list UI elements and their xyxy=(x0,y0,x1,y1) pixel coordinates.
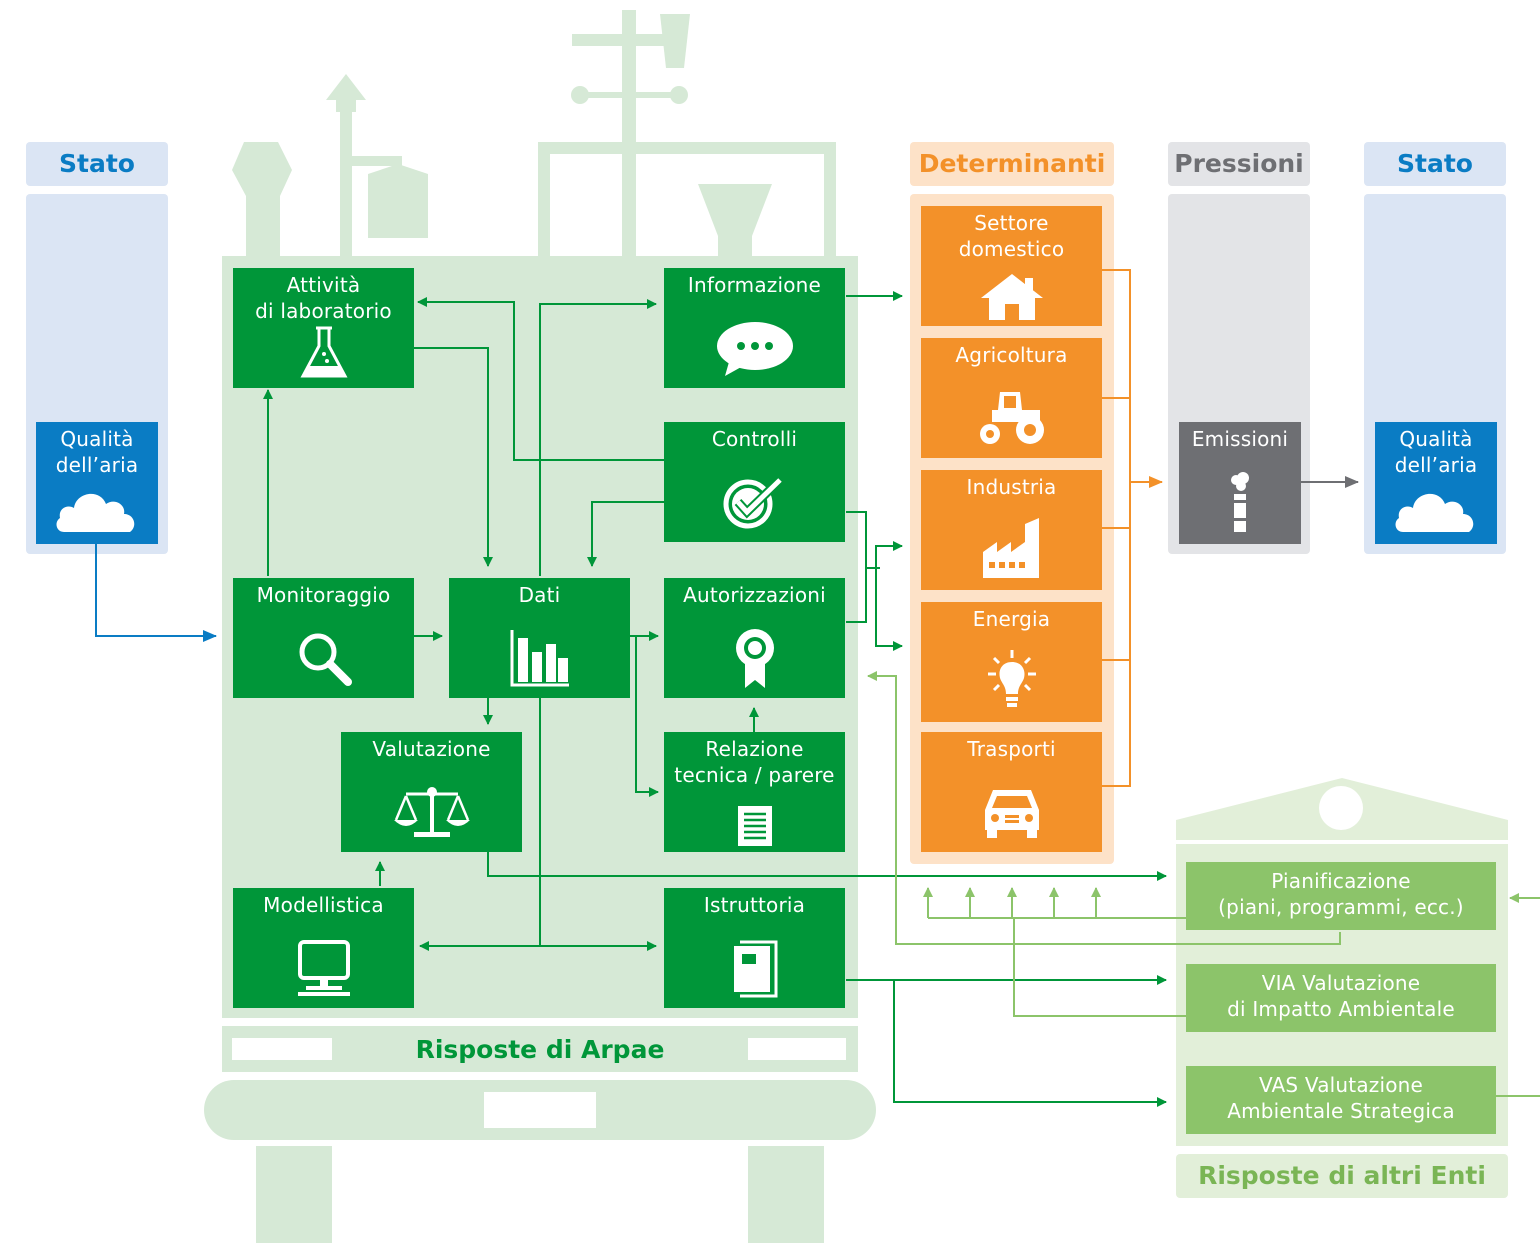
via-box[interactable]: VIA Valutazione di Impatto Ambientale xyxy=(1186,964,1496,1032)
pressioni-header: Pressioni xyxy=(1168,142,1310,186)
right-stato-header: Stato xyxy=(1364,142,1506,186)
agricoltura-box[interactable]: Agricoltura xyxy=(921,338,1102,458)
valutazione-box[interactable]: Valutazione xyxy=(341,732,522,852)
controlli-label: Controlli xyxy=(711,427,798,451)
valutazione-label: Valutazione xyxy=(372,737,491,761)
emissioni-label: Emissioni xyxy=(1191,427,1289,451)
pianificazione-box[interactable]: Pianificazione (piani, programmi, ecc.) xyxy=(1186,862,1496,930)
qualita-aria-box-left[interactable]: Qualità dell’aria xyxy=(36,422,158,544)
informazione-box[interactable]: Informazione xyxy=(664,268,845,388)
computer-icon xyxy=(233,940,414,998)
attivita-laboratorio-box[interactable]: Attività di laboratorio xyxy=(233,268,414,388)
cloud-icon xyxy=(1375,484,1497,536)
via-label: VIA Valutazione di Impatto Ambientale xyxy=(1227,971,1455,1021)
qualita-aria-box-right[interactable]: Qualità dell’aria xyxy=(1375,422,1497,544)
car-icon xyxy=(921,784,1102,840)
industria-box[interactable]: Industria xyxy=(921,470,1102,590)
chimney-icon xyxy=(1179,472,1301,534)
speech-bubble-icon xyxy=(664,318,845,378)
energia-box[interactable]: Energia xyxy=(921,602,1102,722)
modellistica-box[interactable]: Modellistica xyxy=(233,888,414,1008)
scale-icon xyxy=(341,784,522,840)
controlli-box[interactable]: Controlli xyxy=(664,422,845,542)
qualita-aria-label: Qualità dell’aria xyxy=(55,427,139,477)
factory-icon xyxy=(921,518,1102,580)
pianificazione-label: Pianificazione (piani, programmi, ecc.) xyxy=(1218,869,1464,919)
document-icon xyxy=(664,804,845,848)
energia-label: Energia xyxy=(972,607,1051,631)
informazione-label: Informazione xyxy=(687,273,822,297)
dati-box[interactable]: Dati xyxy=(449,578,630,698)
agricoltura-label: Agricoltura xyxy=(955,343,1068,367)
bar-chart-icon xyxy=(449,628,630,688)
attivita-laboratorio-label: Attività di laboratorio xyxy=(255,273,392,323)
settore-domestico-label: Settore domestico xyxy=(958,211,1065,261)
left-stato-header: Stato xyxy=(26,142,168,186)
folder-icon xyxy=(664,938,845,1000)
house-icon xyxy=(921,272,1102,322)
arpae-footer: Risposte di Arpae xyxy=(415,1035,665,1064)
tractor-icon xyxy=(921,388,1102,448)
trasporti-label: Trasporti xyxy=(967,737,1056,761)
vas-box[interactable]: VAS Valutazione Ambientale Strategica xyxy=(1186,1066,1496,1134)
industria-label: Industria xyxy=(966,475,1057,499)
trasporti-box[interactable]: Trasporti xyxy=(921,732,1102,852)
istruttoria-box[interactable]: Istruttoria xyxy=(664,888,845,1008)
cloud-icon xyxy=(36,484,158,536)
dati-label: Dati xyxy=(518,583,561,607)
relazione-tecnica-box[interactable]: Relazione tecnica / parere xyxy=(664,732,845,852)
flask-icon xyxy=(233,324,414,382)
determinanti-header: Determinanti xyxy=(910,142,1114,186)
lightbulb-icon xyxy=(921,648,1102,712)
settore-domestico-box[interactable]: Settore domestico xyxy=(921,206,1102,326)
autorizzazioni-label: Autorizzazioni xyxy=(683,583,826,607)
vas-label: VAS Valutazione Ambientale Strategica xyxy=(1227,1073,1455,1123)
relazione-tecnica-label: Relazione tecnica / parere xyxy=(674,737,835,787)
magnifier-icon xyxy=(233,628,414,688)
qualita-aria-label: Qualità dell’aria xyxy=(1394,427,1478,477)
modellistica-label: Modellistica xyxy=(263,893,384,917)
check-icon xyxy=(664,474,845,530)
monitoraggio-label: Monitoraggio xyxy=(256,583,391,607)
autorizzazioni-box[interactable]: Autorizzazioni xyxy=(664,578,845,698)
istruttoria-label: Istruttoria xyxy=(703,893,806,917)
emissioni-box[interactable]: Emissioni xyxy=(1179,422,1301,544)
award-ribbon-icon xyxy=(664,626,845,690)
altri-enti-footer: Risposte di altri Enti xyxy=(1176,1154,1508,1198)
monitoraggio-box[interactable]: Monitoraggio xyxy=(233,578,414,698)
